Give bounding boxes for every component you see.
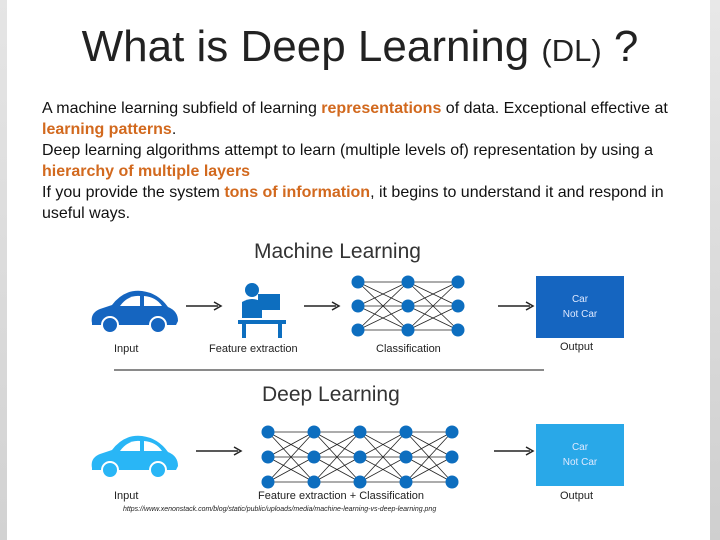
network-node (351, 299, 365, 313)
output-car: Car (571, 442, 589, 453)
deep-neural-network-icon (261, 425, 459, 489)
network-node (451, 323, 465, 337)
network-edge (407, 305, 459, 331)
network-node (399, 450, 413, 464)
text: , it begins to understand it and respond… (42, 184, 664, 222)
paragraph-2: Deep learning algorithms attempt to lear… (42, 140, 677, 182)
ml-input-label: Input (114, 343, 139, 355)
network-node (261, 450, 275, 464)
network-node (445, 450, 459, 464)
dl-combined-label: Feature extraction + Classification (258, 490, 424, 502)
person-at-desk-icon (238, 283, 286, 338)
arrow-icon (196, 446, 243, 456)
network-edge (357, 305, 409, 331)
network-node (307, 450, 321, 464)
left-border (0, 0, 7, 540)
ml-vs-dl-diagram: Machine Learning Input Feature extractio… (84, 230, 628, 520)
text: Deep learning algorithms attempt to lear… (42, 142, 653, 159)
body-text: A machine learning subfield of learning … (42, 98, 677, 224)
network-node (451, 275, 465, 289)
dl-input-label: Input (114, 490, 139, 502)
text: of data. Exceptional effective at (441, 100, 668, 117)
car-icon (91, 435, 178, 479)
title-main: What is Deep Learning (81, 22, 530, 71)
network-edge (313, 456, 361, 483)
network-edge (267, 456, 315, 483)
ml-feature-label: Feature extraction (209, 343, 298, 355)
neural-network-icon (351, 275, 465, 337)
network-edge (267, 431, 315, 458)
section-divider (114, 369, 544, 371)
network-edge (359, 431, 407, 483)
output-not-car: Not Car (562, 457, 598, 468)
network-edge (405, 456, 453, 483)
arrow-icon (494, 446, 535, 456)
network-node (307, 475, 321, 489)
ml-section-title: Machine Learning (254, 240, 421, 263)
text: . (171, 121, 177, 138)
arrow-icon (186, 301, 223, 311)
network-node (261, 425, 275, 439)
highlight: learning patterns (42, 121, 172, 138)
image-source-link[interactable]: https://www.xenonstack.com/blog/static/p… (123, 506, 437, 513)
network-node (401, 299, 415, 313)
network-node (399, 475, 413, 489)
network-edge (359, 456, 407, 483)
network-edge (267, 431, 315, 483)
network-node (401, 275, 415, 289)
network-edge (357, 281, 409, 331)
dl-output-box: Car Not Car (536, 424, 624, 486)
paragraph-3: If you provide the system tons of inform… (42, 182, 677, 224)
title-end: ? (601, 22, 639, 71)
network-node (399, 425, 413, 439)
dl-section-title: Deep Learning (262, 383, 400, 406)
title-abbr: (DL) (541, 33, 602, 68)
ml-classification-label: Classification (376, 343, 441, 355)
highlight: hierarchy of multiple layers (42, 163, 251, 180)
network-node (261, 475, 275, 489)
network-node (451, 299, 465, 313)
highlight: tons of information (224, 184, 371, 201)
network-node (353, 450, 367, 464)
network-node (401, 323, 415, 337)
text: If you provide the system (42, 184, 225, 201)
output-not-car: Not Car (562, 309, 598, 320)
network-edge (405, 431, 453, 483)
network-edge (313, 431, 361, 458)
right-border (710, 0, 720, 540)
network-node (353, 475, 367, 489)
output-car: Car (571, 294, 589, 305)
dl-output-label: Output (560, 490, 594, 502)
ml-output-label: Output (560, 341, 594, 353)
network-edge (407, 281, 459, 331)
highlight: representations (321, 100, 442, 117)
network-edge (357, 281, 409, 307)
slide-title: What is Deep Learning (DL) ? (0, 22, 720, 72)
network-node (445, 475, 459, 489)
ml-output-box: Car Not Car (536, 276, 624, 338)
paragraph-1: A machine learning subfield of learning … (42, 98, 677, 140)
network-node (307, 425, 321, 439)
text: A machine learning subfield of learning (42, 100, 322, 117)
network-node (353, 425, 367, 439)
car-icon (91, 290, 178, 334)
network-node (351, 323, 365, 337)
network-edge (405, 431, 453, 458)
network-edge (313, 431, 361, 483)
arrow-icon (498, 301, 535, 311)
network-node (445, 425, 459, 439)
network-edge (407, 281, 459, 307)
arrow-icon (304, 301, 341, 311)
network-node (351, 275, 365, 289)
network-edge (359, 431, 407, 458)
